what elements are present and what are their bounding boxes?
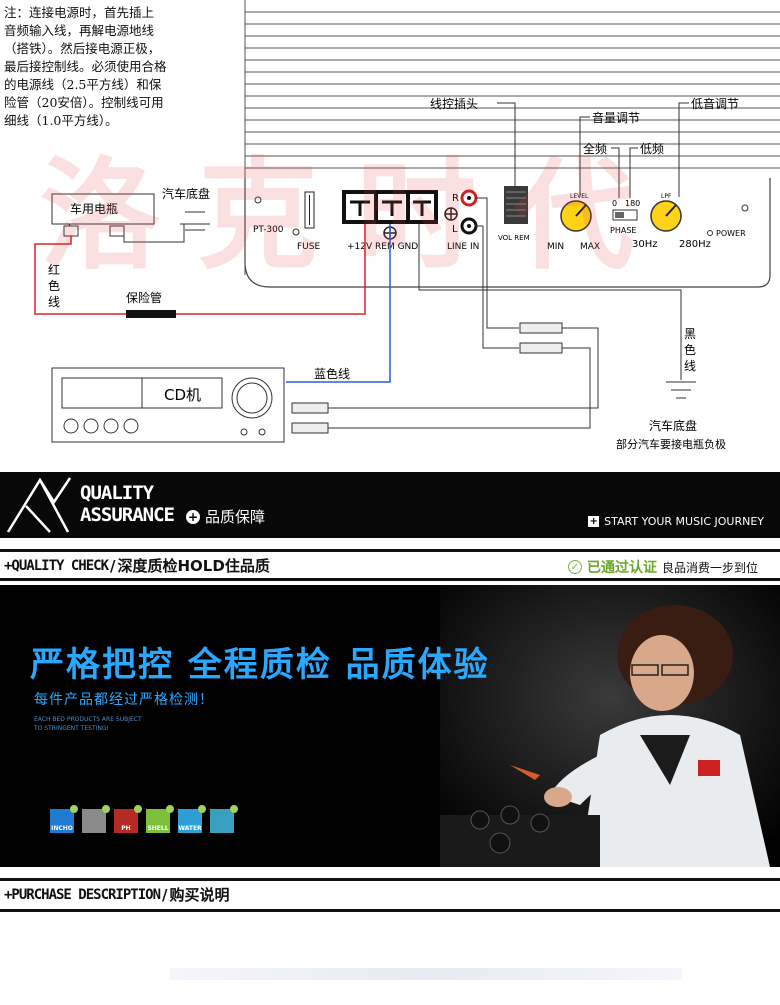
- qa-subtitle-text: 品质保障: [205, 508, 266, 526]
- badge-label: INCHO: [51, 825, 73, 832]
- volume-adjust-label: 音量调节: [592, 110, 640, 125]
- badge-grid-icon: [82, 805, 110, 833]
- amplifier-panel: [244, 178, 771, 288]
- wiring-diagram-svg: PT-300 FUSE +12V REM GND R L LINE IN: [34, 0, 780, 451]
- certification-badges: INCHO PH SHELL WATER: [50, 805, 238, 833]
- terminal-labels: +12V REM GND: [347, 242, 418, 252]
- car-battery-label: 车用电瓶: [70, 201, 118, 216]
- qa-subtitle: + 品质保障: [186, 506, 265, 527]
- min-label: MIN: [547, 242, 564, 252]
- badge-shell-icon: SHELL: [146, 805, 174, 833]
- qa-right-text: START YOUR MUSIC JOURNEY: [604, 515, 764, 528]
- badge-label: WATER: [178, 825, 202, 832]
- badge-ph-icon: PH: [114, 805, 142, 833]
- bass-adjust-label: 低音调节: [691, 96, 739, 111]
- purchase-title: +PURCHASE DESCRIPTION / 购买说明: [4, 884, 230, 905]
- lpf-label: LPF: [661, 193, 672, 200]
- hz280-label: 280Hz: [679, 239, 711, 250]
- blue-wire: [286, 224, 391, 383]
- badge-label: PH: [121, 825, 131, 832]
- rca-plug-icon: [291, 422, 329, 434]
- qa-title: QUALITY ASSURANCE: [80, 482, 175, 526]
- max-label: MAX: [580, 242, 600, 252]
- svg-text:线: 线: [48, 295, 60, 309]
- line-in-label: LINE IN: [447, 242, 479, 252]
- screw-icon: [741, 204, 749, 212]
- bottom-strip: [170, 968, 682, 980]
- purchase-en: +PURCHASE DESCRIPTION: [4, 886, 161, 903]
- badge-water-icon: WATER: [178, 805, 206, 833]
- inspection-panel: 严格把控 全程质检 品质体验 每件产品都经过严格检测！ EACH BED PRO…: [0, 585, 780, 867]
- rca-r-label: R: [452, 193, 459, 204]
- quality-check-cn: 深度质检HOLD住品质: [117, 557, 270, 575]
- phase-0-label: 0: [612, 199, 617, 208]
- quality-check-title: +QUALITY CHECK / 深度质检HOLD住品质: [4, 555, 270, 576]
- ground-wire: [418, 224, 682, 380]
- inspection-en: EACH BED PRODUCTS ARE SUBJECT TO STRINGE…: [34, 716, 142, 732]
- phase-switch: [612, 209, 638, 221]
- quality-check-sep: /: [110, 556, 116, 575]
- phase-label: PHASE: [610, 226, 636, 235]
- certification: ✓ 已通过认证 良品消费一步到位: [567, 557, 758, 577]
- plus-square-icon: +: [588, 515, 600, 527]
- car-battery: [51, 193, 155, 225]
- svg-text:线: 线: [684, 359, 696, 373]
- fuse-label: FUSE: [297, 242, 320, 252]
- screw-icon: [292, 228, 300, 236]
- rca-plug-icon: [291, 402, 329, 414]
- phase-180-label: 180: [625, 199, 640, 208]
- x-logo-icon: [6, 477, 72, 533]
- wire-plug-label: 线控插头: [430, 97, 478, 111]
- vol-rem-label: VOL REM: [498, 234, 530, 242]
- check-circle-icon: ✓: [567, 560, 582, 574]
- hz30-label: 30Hz: [632, 239, 658, 250]
- qa-title-line2: ASSURANCE: [80, 504, 175, 526]
- qa-title-line1: QUALITY: [80, 482, 154, 504]
- car-chassis-label-bottom: 汽车底盘: [649, 418, 697, 433]
- fuse-tube-icon: [126, 310, 176, 318]
- tagline: 良品消费一步到位: [661, 560, 758, 575]
- plus-circle-icon: +: [186, 509, 200, 524]
- quality-check-bar: +QUALITY CHECK / 深度质检HOLD住品质 ✓ 已通过认证 良品消…: [0, 549, 780, 581]
- badge-incho-icon: INCHO: [50, 805, 78, 833]
- car-chassis-label-top: 汽车底盘: [162, 186, 210, 201]
- inspection-headline: 严格把控 全程质检 品质体验: [30, 645, 490, 685]
- black-wire-label: 黑: [684, 327, 696, 341]
- negative-note: 部分汽车要接电瓶负极: [616, 437, 726, 451]
- purchase-cn: 购买说明: [169, 886, 230, 904]
- badge-shield-icon: [210, 805, 238, 833]
- cd-label: CD机: [164, 386, 201, 404]
- rca-plug-icon: [519, 342, 563, 354]
- rca-l-label: L: [452, 224, 458, 235]
- qa-right: + START YOUR MUSIC JOURNEY: [588, 515, 764, 528]
- cd-player: [51, 367, 285, 443]
- rca-plug-icon: [519, 322, 563, 334]
- connection-note: 注：连接电源时，首先插上 音频输入线，再解电源地线 （搭铁）。然后接电源正极， …: [4, 5, 167, 128]
- badge-label: SHELL: [147, 825, 169, 832]
- inspection-sub: 每件产品都经过严格检测！: [34, 692, 214, 708]
- model-label: PT-300: [253, 225, 284, 235]
- power-label: POWER: [716, 229, 746, 238]
- screw-icon: [254, 196, 262, 204]
- wiring-diagram: 注：连接电源时，首先插上 音频输入线，再解电源地线 （搭铁）。然后接电源正极， …: [0, 0, 780, 465]
- power-led-icon: [707, 230, 713, 236]
- red-wire: [34, 224, 366, 315]
- svg-text:色: 色: [684, 343, 696, 357]
- purchase-description-bar: +PURCHASE DESCRIPTION / 购买说明: [0, 878, 780, 912]
- cd-volume-knob: [231, 377, 273, 419]
- inspector-photo: [440, 585, 780, 867]
- blue-wire-label: 蓝色线: [314, 367, 350, 381]
- quality-check-en: +QUALITY CHECK: [4, 557, 109, 574]
- fuse-icon: [304, 191, 315, 229]
- svg-text:色: 色: [48, 279, 60, 293]
- red-wire-label: 红: [48, 262, 60, 277]
- low-band-label: 低频: [640, 142, 664, 156]
- purchase-sep: /: [162, 885, 168, 904]
- quality-assurance-banner: QUALITY ASSURANCE + 品质保障 + START YOUR MU…: [0, 472, 780, 538]
- full-band-label: 全频: [583, 141, 607, 156]
- fuse-tube-label: 保险管: [126, 290, 162, 305]
- passed-label: 已通过认证: [586, 560, 657, 576]
